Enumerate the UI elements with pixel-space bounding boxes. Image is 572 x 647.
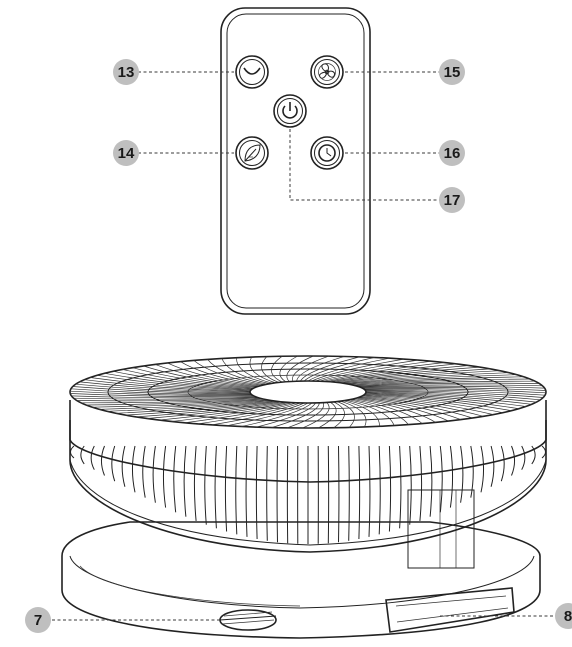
fan-speed-button[interactable] [310, 55, 344, 89]
callout-16: 16 [345, 140, 465, 166]
leaf-icon [244, 144, 261, 162]
callout-13: 13 [113, 59, 234, 85]
callout-7: 7 [25, 607, 220, 633]
fan-icon [318, 63, 336, 81]
front-guard [70, 355, 546, 429]
callout-15-label: 15 [444, 64, 461, 81]
eco-button[interactable] [235, 136, 269, 170]
timer-icon [318, 144, 336, 162]
timer-button[interactable] [310, 136, 344, 170]
callout-8-label: 8 [564, 608, 572, 625]
callout-13-label: 13 [118, 64, 135, 81]
oscillation-icon [243, 67, 261, 75]
callout-7-label: 7 [34, 612, 42, 629]
front-panel [385, 587, 515, 633]
callout-8: 8 [440, 603, 572, 629]
callout-16-label: 16 [444, 145, 461, 162]
callout-17-label: 17 [444, 192, 461, 209]
control-dial[interactable] [219, 609, 277, 631]
callout-15: 15 [345, 59, 465, 85]
callout-14: 14 [113, 140, 234, 166]
fan-base [61, 521, 541, 639]
callout-14-label: 14 [118, 145, 135, 162]
remote-control [220, 7, 371, 315]
power-icon [282, 102, 298, 119]
power-button[interactable] [273, 94, 307, 128]
fan-unit [61, 355, 547, 639]
oscillation-button[interactable] [235, 55, 269, 89]
fan-head [69, 355, 547, 553]
side-grille [70, 445, 546, 544]
callout-17: 17 [289, 129, 465, 213]
